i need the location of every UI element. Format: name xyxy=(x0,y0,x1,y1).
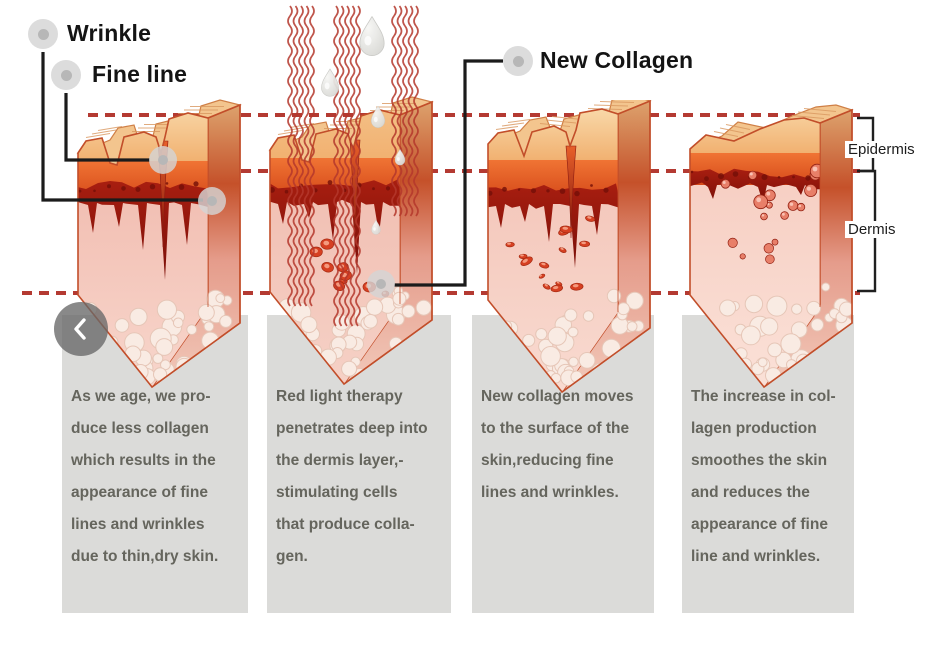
wrinkle-marker-icon xyxy=(28,19,58,49)
stage-4-description: The increase in col-lagen production smo… xyxy=(691,388,836,565)
epidermis-label: Epidermis xyxy=(845,141,918,158)
skin-cross-section-stage-2 xyxy=(252,0,462,400)
carousel-prev-button[interactable] xyxy=(54,302,108,356)
new-collagen-point-marker-icon xyxy=(367,270,395,298)
skin-cross-section-stage-4 xyxy=(672,95,872,405)
new-collagen-label: New Collagen xyxy=(540,47,694,73)
dermis-label: Dermis xyxy=(845,221,899,238)
fine-line-label: Fine line xyxy=(92,61,188,87)
stage-4-panel: The increase in col-lagen production smo… xyxy=(682,315,854,613)
skin-cross-section-stage-1 xyxy=(60,95,260,405)
chevron-left-icon xyxy=(74,318,86,340)
fine-line-marker-icon xyxy=(51,60,81,90)
skin-cross-section-stage-3 xyxy=(470,100,670,410)
fine-line-point-marker-icon xyxy=(149,146,177,174)
stage-1-description: As we age, we pro-duce less collagen whi… xyxy=(71,388,219,565)
wrinkle-point-marker-icon xyxy=(198,187,226,215)
wrinkle-label: Wrinkle xyxy=(67,20,152,46)
new-collagen-marker-icon xyxy=(503,46,533,76)
